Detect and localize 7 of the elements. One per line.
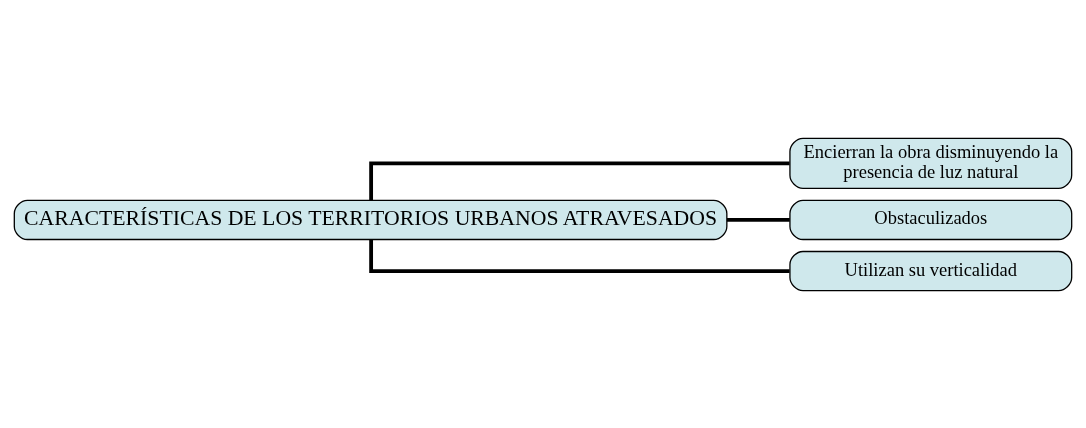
connector — [369, 160, 790, 200]
node-box: Encierran la obra disminuyendo la presencia de luz natural — [789, 137, 1073, 189]
node-box: Obstaculizados — [789, 199, 1073, 240]
connector — [727, 217, 790, 222]
connector — [369, 239, 790, 273]
node-box: CARACTERÍSTICAS DE LOS TERRITORIOS URBANOS ATRAVESADOS — [13, 199, 728, 240]
node-box: Utilizan su verticalidad — [789, 250, 1073, 291]
